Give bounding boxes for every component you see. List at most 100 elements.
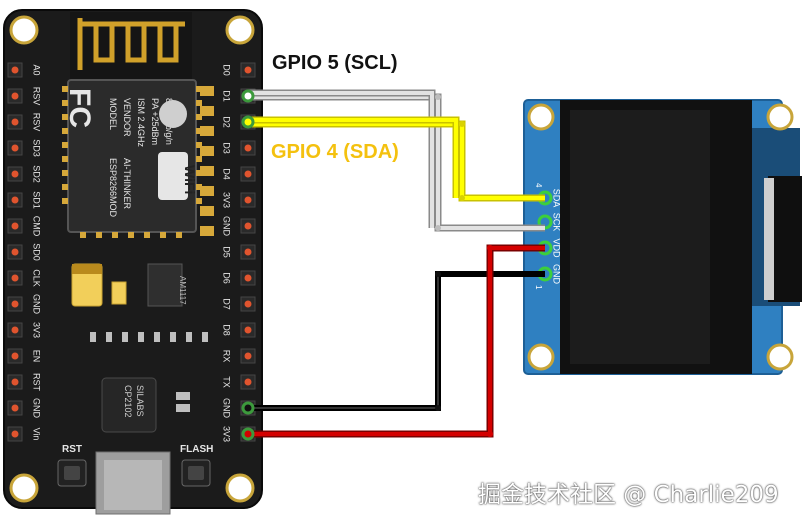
pin-label: GND	[32, 398, 42, 419]
wire-sda	[248, 122, 545, 200]
right-header-pin: D0	[222, 62, 256, 78]
right-header-pin: GND	[222, 216, 256, 237]
flash-label: FLASH	[180, 444, 213, 455]
usb-chip-label: SILABS	[135, 385, 145, 417]
left-header-pin: SD0	[7, 243, 42, 261]
module-pad	[200, 166, 214, 176]
left-header-pin: 3V3	[7, 322, 42, 338]
pin-label: A0	[32, 64, 42, 75]
wire-end-gnd	[241, 401, 255, 415]
wire-bend	[487, 431, 493, 437]
rst-label: RST	[62, 444, 82, 455]
mounting-hole	[9, 15, 39, 45]
module-pad	[200, 86, 214, 96]
pin-label: D8	[222, 324, 232, 336]
wire-end-sda	[241, 115, 255, 129]
pin-label: SD1	[32, 191, 42, 209]
left-header-pin: CMD	[7, 216, 42, 237]
left-header-pin: A0	[7, 62, 42, 78]
wire-end-vcc	[241, 427, 255, 441]
small-capacitor	[111, 281, 127, 305]
scl-label: GPIO 5 (SCL)	[272, 52, 398, 74]
wire-bend	[459, 121, 465, 127]
module-line: PA +25dBm	[150, 98, 160, 145]
mounting-hole	[9, 473, 39, 503]
wire-scl	[248, 91, 434, 228]
oled-pin-number: 1	[534, 285, 543, 290]
pin-label: RST	[32, 373, 42, 392]
pin-label: D1	[222, 90, 232, 102]
pin-label: D7	[222, 298, 232, 310]
pin-label: GND	[222, 398, 232, 419]
mounting-hole	[225, 473, 255, 503]
usb-chip-label: CP2102	[123, 385, 133, 418]
wire-vcc	[248, 246, 545, 436]
pin-label: 3V3	[32, 322, 42, 338]
pin-label: RX	[222, 350, 232, 363]
pin-label: D6	[222, 272, 232, 284]
pin-label: 3V3	[222, 192, 232, 208]
right-header-pin: D4	[222, 166, 256, 182]
left-header-pin: GND	[7, 294, 42, 315]
watermark: 掘金技术社区 @ Charlie209	[478, 482, 779, 508]
oled-pin-label: SCK	[552, 213, 562, 232]
wire-bend	[459, 195, 465, 201]
pin-label: D0	[222, 64, 232, 76]
wire-sda	[248, 118, 458, 198]
left-header-pin: RSV	[7, 87, 42, 106]
pin-label: SD3	[32, 139, 42, 157]
mounting-hole	[766, 343, 794, 371]
oled-pin-label: SDA	[552, 189, 562, 208]
pin-label: GND	[32, 294, 42, 315]
pin-label: RSV	[32, 87, 42, 106]
pin-label: CLK	[32, 269, 42, 287]
left-header-pin: EN	[7, 348, 42, 364]
wifi-circle-icon	[159, 100, 187, 128]
wire-bend	[487, 245, 493, 251]
module-pad	[200, 106, 214, 116]
regulator-chip	[147, 263, 183, 307]
pin-label: D4	[222, 168, 232, 180]
left-header-pin: SD3	[7, 139, 42, 157]
pin-label: RSV	[32, 113, 42, 132]
right-header-pin: D6	[222, 270, 256, 286]
regulator-label: AM1117	[178, 276, 187, 305]
pin-label: Vin	[32, 428, 42, 441]
wire-bend	[435, 94, 441, 100]
wire-gnd	[248, 274, 439, 409]
right-header-pin: D8	[222, 322, 256, 338]
right-header-pin: RX	[222, 348, 256, 364]
module-pad	[200, 226, 214, 236]
wire-bend	[435, 405, 441, 411]
mounting-hole	[766, 103, 794, 131]
mounting-hole	[527, 103, 555, 131]
wire-bend	[435, 271, 441, 277]
wifi-logo: WiFi	[182, 165, 198, 194]
wire-gnd	[248, 271, 545, 411]
left-header-pin: SD1	[7, 191, 42, 209]
pin-label: GND	[222, 216, 232, 237]
pin-label: 3V3	[222, 426, 232, 442]
oled-pin-label: VDD	[552, 238, 562, 258]
left-header-pin: RSV	[7, 113, 42, 132]
left-header-pin: GND	[7, 398, 42, 419]
pin-label: EN	[32, 350, 42, 363]
nodemcu-board: FC MODEL VENDOR ISM 2.4GHz PA +25dBm 802…	[3, 9, 263, 515]
module-pad	[200, 146, 214, 156]
module-value: ESP8266MOD	[108, 158, 118, 218]
antenna-trace	[77, 18, 185, 70]
left-header-pin: RST	[7, 373, 42, 392]
mounting-hole	[225, 15, 255, 45]
pin-label: SD2	[32, 165, 42, 183]
wire-bend	[435, 225, 441, 231]
fc-logo: FC	[63, 88, 96, 128]
right-header-pin: TX	[222, 374, 256, 390]
pin-label: D2	[222, 116, 232, 128]
wires	[241, 89, 545, 441]
wire-end-scl	[241, 89, 255, 103]
sda-label: GPIO 4 (SDA)	[271, 141, 399, 163]
module-pad	[200, 206, 214, 216]
